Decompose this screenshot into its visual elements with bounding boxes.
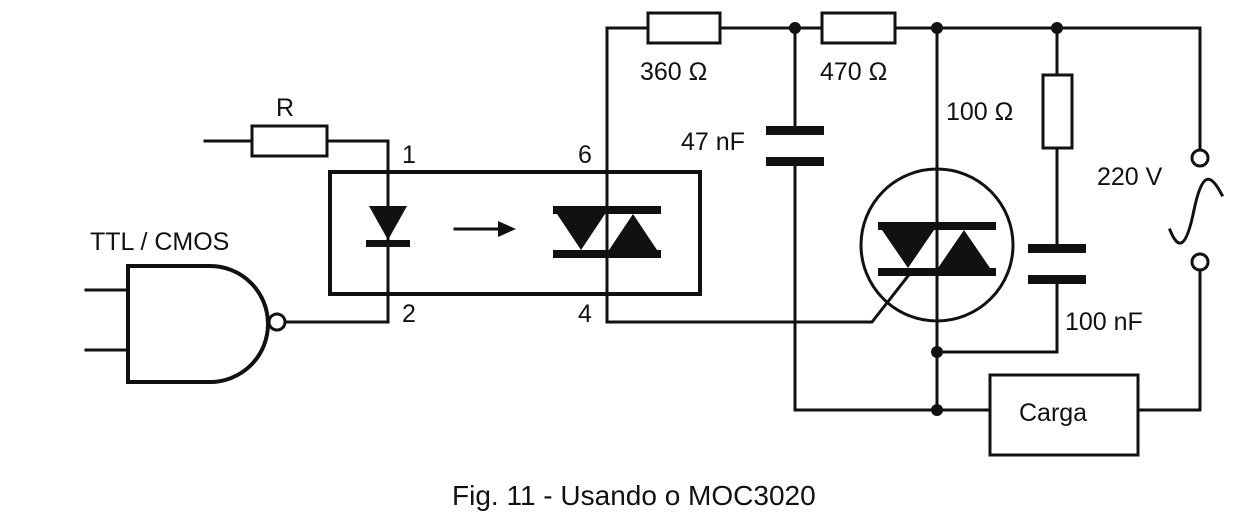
optocoupler [328,168,702,296]
terminal-bottom [1190,252,1210,272]
label-r470: 470 Ω [820,58,887,86]
triac-body [859,167,1015,323]
label-c47: 47 nF [681,128,745,156]
label-gate: TTL / CMOS [90,228,229,256]
capacitor-100nf [1028,244,1086,253]
resistor-100 [1041,73,1074,150]
label-pin2: 2 [402,300,416,328]
terminal-top [1190,148,1210,168]
wire-pin6-top [605,26,650,172]
label-pin1: 1 [402,141,416,169]
label-pin4: 4 [578,300,592,328]
label-r: R [276,94,294,122]
load-box [988,373,1202,457]
ac-source-icon [1168,177,1225,245]
label-c100: 100 nF [1065,308,1143,336]
triac-icon [882,230,934,268]
capacitor-47nf [766,26,992,412]
input-resistor-r [203,124,390,172]
figure-caption: Fig. 11 - Usando o MOC3020 [452,480,816,511]
label-load: Carga [1019,399,1087,427]
label-voltage: 220 V [1097,163,1163,191]
nand-gate [84,264,390,384]
resistor-470 [820,11,897,45]
wire-gate [605,273,911,324]
label-r360: 360 Ω [640,58,707,86]
led-diode-icon [369,206,407,240]
opto-triac-icon [557,214,605,250]
resistor-360 [646,11,722,45]
node-dot [931,404,943,416]
snubber-rc [935,26,1086,354]
label-pin6: 6 [578,141,592,169]
label-r100: 100 Ω [946,98,1013,126]
inverter-bubble [267,312,287,332]
